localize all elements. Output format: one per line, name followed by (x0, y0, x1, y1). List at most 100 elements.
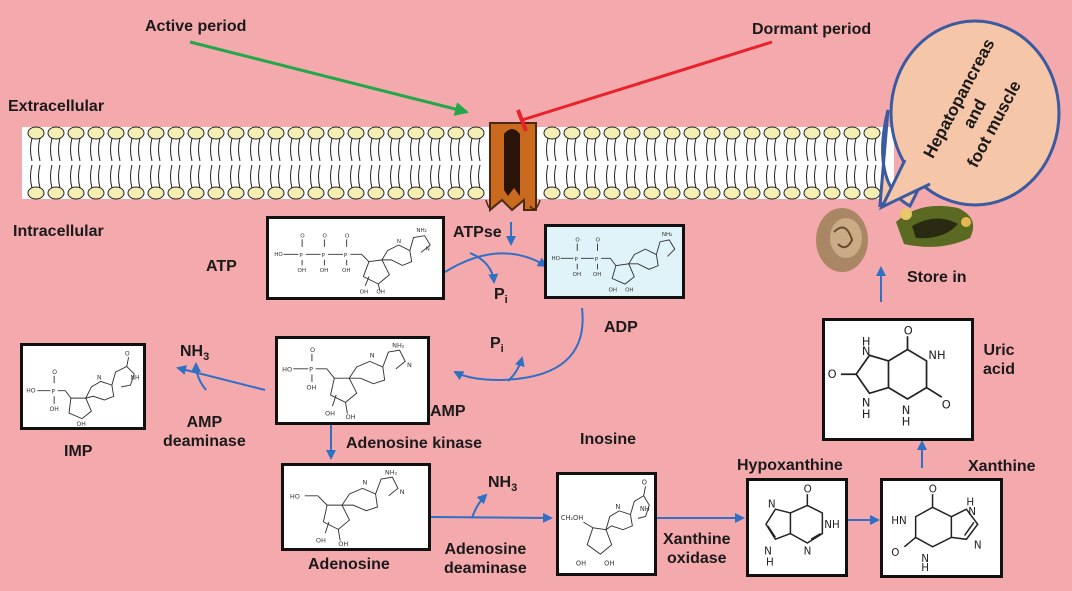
svg-text:NH: NH (130, 375, 139, 382)
dormant-period-arrow (521, 40, 773, 122)
svg-text:NH₂: NH₂ (416, 228, 427, 234)
adenosine-to-inosine-arrow (430, 512, 553, 523)
pi-label-2: Pi (490, 334, 504, 356)
svg-text:H: H (766, 557, 774, 569)
svg-text:N: N (862, 396, 871, 410)
storage-speech-bubble (878, 19, 1061, 211)
nh3-label-1: NH3 (180, 342, 209, 364)
adenosine-kinase-label: Adenosine kinase (346, 435, 483, 452)
svg-text:OH: OH (346, 413, 356, 421)
svg-text:O: O (929, 483, 937, 495)
svg-text:HO: HO (274, 252, 283, 258)
svg-text:OH: OH (609, 287, 618, 293)
svg-text:P: P (299, 253, 303, 259)
svg-text:N: N (97, 375, 102, 382)
pi-label-1: Pi (494, 285, 508, 307)
svg-text:HN: HN (891, 515, 907, 527)
adp-label: ADP (604, 319, 638, 336)
nh3-release-arrow-1 (191, 362, 207, 391)
svg-text:OH: OH (576, 559, 586, 567)
svg-text:NH₂: NH₂ (385, 468, 398, 476)
svg-text:P: P (51, 388, 55, 395)
svg-text:OH: OH (573, 272, 582, 278)
svg-text:O: O (891, 547, 899, 559)
nh3-label-2: NH3 (488, 473, 517, 495)
svg-text:NH: NH (640, 505, 650, 513)
svg-text:N: N (363, 479, 368, 487)
svg-text:O: O (904, 323, 913, 337)
svg-text:HO: HO (551, 256, 560, 262)
svg-text:O: O (345, 234, 350, 240)
svg-text:O: O (52, 369, 57, 376)
uric-acid-line-2: acid (983, 361, 1016, 379)
hypoxanthine-label: Hypoxanthine (737, 457, 843, 474)
dormant-period-label: Dormant period (752, 21, 872, 38)
svg-text:N: N (862, 344, 871, 358)
svg-text:OH: OH (325, 409, 335, 417)
svg-text:O: O (642, 478, 647, 486)
svg-text:H: H (966, 496, 974, 508)
svg-text:N: N (768, 498, 776, 510)
svg-text:N: N (615, 503, 620, 511)
svg-text:OH: OH (376, 289, 385, 295)
lipid-bilayer (27, 126, 881, 200)
uric-acid-line-1: Uric (983, 342, 1015, 359)
svg-text:N: N (397, 239, 401, 245)
svg-text:N: N (426, 247, 430, 253)
pi-main-1: P (494, 286, 505, 303)
adenosine-deaminase-label: Adenosine deaminase (444, 540, 527, 578)
svg-text:H: H (921, 562, 929, 574)
svg-text:O: O (125, 350, 130, 357)
adenosine-deaminase-line-1: Adenosine (444, 541, 527, 558)
pi-sub-1: i (504, 294, 508, 307)
svg-text:O: O (323, 234, 328, 240)
svg-text:O: O (310, 346, 315, 354)
svg-text:P: P (309, 366, 313, 374)
svg-text:NH₂: NH₂ (662, 232, 673, 238)
svg-text:P: P (595, 257, 599, 263)
uric-acid-label: Uric acid (983, 341, 1015, 379)
svg-text:NH: NH (928, 348, 945, 362)
svg-text:P: P (574, 257, 578, 263)
amp-label: AMP (430, 403, 466, 420)
svg-text:O: O (596, 238, 601, 244)
svg-text:P: P (344, 253, 348, 259)
svg-text:OH: OH (316, 536, 326, 544)
svg-text:O: O (828, 367, 837, 381)
svg-text:OH: OH (593, 272, 602, 278)
svg-text:HO: HO (290, 493, 300, 501)
imp-label: IMP (64, 443, 93, 460)
atp-label: ATP (206, 258, 237, 275)
atp-to-adp-arrow (444, 252, 548, 273)
amp-deaminase-line-2: deaminase (163, 433, 246, 451)
svg-text:NH₂: NH₂ (392, 341, 405, 349)
svg-text:OH: OH (297, 268, 306, 274)
intracellular-label: Intracellular (13, 223, 104, 240)
active-period-arrow (189, 40, 469, 116)
atpase-label: ATPse (453, 224, 502, 241)
svg-text:P: P (322, 253, 326, 259)
svg-text:O: O (942, 398, 951, 412)
svg-text:OH: OH (625, 287, 634, 293)
pathway-arrows (176, 222, 927, 525)
xanthine-oxidase-label: Xanthine oxidase (663, 530, 731, 568)
atpase-channel (485, 122, 541, 213)
nh3-release-arrow-2 (471, 493, 488, 519)
svg-text:N: N (968, 506, 976, 518)
xanthine-oxidase-line-1: Xanthine (663, 531, 731, 548)
svg-text:HO: HO (26, 388, 36, 395)
svg-text:NH: NH (824, 519, 840, 531)
